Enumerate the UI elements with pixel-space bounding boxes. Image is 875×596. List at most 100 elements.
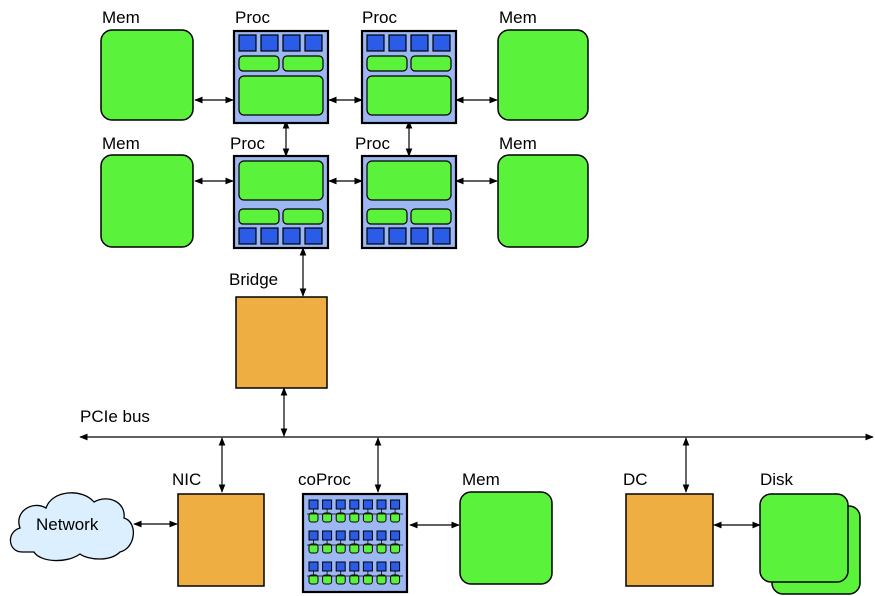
proc-chip-mid-right: [360, 154, 458, 250]
coproc-core: [322, 530, 333, 541]
coproc-core: [335, 499, 346, 510]
label-proc-mid-right: Proc: [355, 134, 390, 153]
coproc-core: [376, 530, 387, 541]
connectors: [79, 96, 874, 529]
coproc-unit: [335, 512, 346, 523]
memory-blocks: [100, 29, 589, 585]
coproc-core: [390, 561, 401, 572]
cache-block: [410, 55, 452, 72]
label-pcie-bus: PCIe bus: [80, 407, 150, 426]
cache-block: [366, 208, 408, 225]
coproc-core: [335, 561, 346, 572]
shared-cache-block: [366, 75, 452, 116]
label-dc: DC: [623, 470, 648, 489]
core-square: [260, 227, 279, 245]
core-square: [304, 227, 323, 245]
coproc-unit: [308, 543, 319, 554]
label-nic: NIC: [172, 470, 202, 489]
label-mem-top-right: Mem: [499, 8, 537, 27]
coproc-unit: [349, 512, 360, 523]
coproc-core: [349, 499, 360, 510]
core-square: [366, 34, 385, 52]
label-mem-top-left: Mem: [102, 8, 140, 27]
label-proc-mid-left: Proc: [230, 134, 265, 153]
coproc-unit: [322, 512, 333, 523]
core-square: [260, 34, 279, 52]
coproc-core: [335, 530, 346, 541]
coproc-unit: [335, 574, 346, 585]
coproc-unit: [349, 543, 360, 554]
label-network: Network: [36, 515, 99, 534]
cache-block: [238, 55, 280, 72]
coproc-unit: [308, 574, 319, 585]
core-square: [432, 227, 451, 245]
coproc-unit: [308, 512, 319, 523]
coproc-unit: [349, 574, 360, 585]
processors: [232, 29, 458, 250]
core-square: [410, 227, 429, 245]
core-square: [238, 227, 257, 245]
coproc-unit: [376, 574, 387, 585]
label-bridge: Bridge: [229, 270, 279, 289]
coproc-core: [308, 499, 319, 510]
coproc-chip: [301, 492, 409, 594]
network-cloud-icon: [9, 492, 134, 562]
core-square: [388, 227, 407, 245]
coproc-core: [349, 561, 360, 572]
label-proc-top-right: Proc: [362, 8, 397, 27]
mem-block-top-left: [100, 29, 194, 121]
core-square: [410, 34, 429, 52]
nic-block: [177, 493, 265, 587]
coproc-unit: [362, 543, 373, 554]
core-square: [366, 227, 385, 245]
coproc-core: [376, 499, 387, 510]
cache-block: [410, 208, 452, 225]
coproc-core: [322, 499, 333, 510]
label-disk: Disk: [760, 470, 794, 489]
coproc-core: [390, 499, 401, 510]
coproc-unit: [322, 574, 333, 585]
core-square: [388, 34, 407, 52]
mem-block-top-right: [497, 29, 589, 121]
bridge-block: [235, 296, 328, 389]
core-square: [304, 34, 323, 52]
coproc-unit: [376, 512, 387, 523]
coproc-unit: [390, 543, 401, 554]
coproc-unit: [335, 543, 346, 554]
coproc-core: [362, 561, 373, 572]
core-square: [238, 34, 257, 52]
mem-block-bottom: [459, 491, 553, 585]
cache-block: [366, 55, 408, 72]
shared-cache-block: [238, 75, 324, 116]
coproc-core: [349, 530, 360, 541]
label-mem-mid-left: Mem: [102, 134, 140, 153]
shared-cache-block: [366, 160, 452, 201]
coproc-core: [390, 530, 401, 541]
label-mem-mid-right: Mem: [499, 134, 537, 153]
coproc-unit: [376, 543, 387, 554]
controllers: [177, 296, 714, 587]
mem-block-mid-left: [100, 154, 194, 248]
coproc-core: [308, 530, 319, 541]
coproc-unit: [362, 574, 373, 585]
cache-block: [238, 208, 280, 225]
coproc-core: [308, 561, 319, 572]
coproc-unit: [362, 512, 373, 523]
shared-cache-block: [238, 160, 324, 201]
dc-block: [625, 493, 714, 587]
disk-block-front: [759, 493, 849, 583]
coproc-core: [362, 499, 373, 510]
cache-block: [282, 55, 324, 72]
disk-stack: [759, 493, 861, 595]
coproc-unit: [390, 574, 401, 585]
proc-chip-top-left: [232, 29, 330, 125]
proc-chip-top-right: [360, 29, 458, 125]
coproc-core: [362, 530, 373, 541]
cache-block: [282, 208, 324, 225]
label-coproc: coProc: [298, 470, 351, 489]
core-square: [432, 34, 451, 52]
proc-chip-mid-left: [232, 154, 330, 250]
core-square: [282, 227, 301, 245]
coproc-unit: [390, 512, 401, 523]
